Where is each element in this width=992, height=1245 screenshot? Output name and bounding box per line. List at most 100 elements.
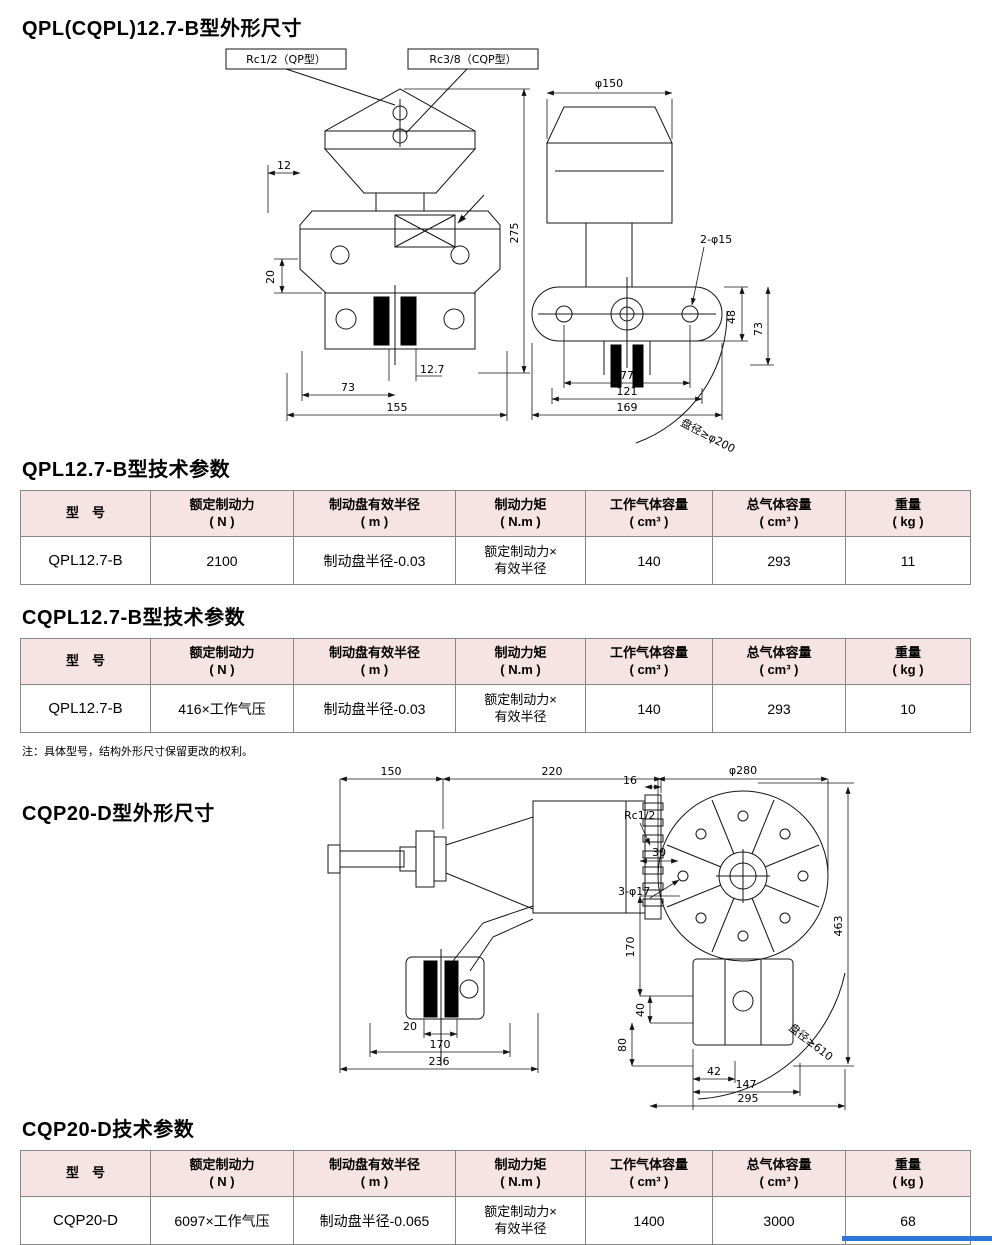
header-weight: 重量( kg ) xyxy=(845,638,971,685)
header-weight: 重量( kg ) xyxy=(845,1150,971,1197)
header-line1: 总气体容量 xyxy=(746,1156,812,1172)
cell-total-gas-volume: 293 xyxy=(712,684,846,733)
port-label-qp: Rc1/2（QP型） xyxy=(246,52,326,66)
header-line1: 额定制动力 xyxy=(189,496,255,512)
header-line1: 制动盘有效半径 xyxy=(328,1156,420,1172)
cqpl-spec-table: 型 号 额定制动力( N ) 制动盘有效半径( m ) 制动力矩( N.m ) … xyxy=(20,638,971,733)
table-data-row: CQP20-D 6097×工作气压 制动盘半径-0.065 额定制动力× 有效半… xyxy=(20,1196,971,1245)
dim-label-275: 275 xyxy=(508,223,521,244)
header-line1: 工作气体容量 xyxy=(609,1156,688,1172)
cell-effective-radius: 制动盘半径-0.03 xyxy=(293,536,456,585)
header-unit: ( kg ) xyxy=(892,1173,924,1189)
header-unit: ( kg ) xyxy=(892,661,924,677)
header-line1: 型 号 xyxy=(65,505,105,521)
header-unit: ( kg ) xyxy=(892,513,924,529)
dim-label-155: 155 xyxy=(387,401,408,414)
header-effective-radius: 制动盘有效半径( m ) xyxy=(293,1150,456,1197)
header-effective-radius: 制动盘有效半径( m ) xyxy=(293,638,456,685)
dim-label-73-front: 73 xyxy=(341,381,355,394)
cell-effective-radius: 制动盘半径-0.065 xyxy=(293,1196,456,1245)
dim-label-77: 77 xyxy=(620,369,634,382)
header-unit: ( N ) xyxy=(209,513,235,529)
side-view-geometry xyxy=(531,106,728,444)
cqp-spec-table: 型 号 额定制动力( N ) 制动盘有效半径( m ) 制动力矩( N.m ) … xyxy=(20,1150,971,1245)
header-line1: 型 号 xyxy=(65,1165,105,1181)
header-weight: 重量( kg ) xyxy=(845,490,971,537)
header-model: 型 号 xyxy=(20,638,151,685)
header-total-gas-volume: 总气体容量( cm³ ) xyxy=(712,638,846,685)
table-header-row: 型 号 额定制动力( N ) 制动盘有效半径( m ) 制动力矩( N.m ) … xyxy=(20,490,971,537)
dim-label-295: 295 xyxy=(738,1092,759,1105)
cell-working-gas-volume: 140 xyxy=(585,536,713,585)
cell-weight: 11 xyxy=(845,536,971,585)
header-unit: ( cm³ ) xyxy=(759,513,799,529)
header-unit: ( N.m ) xyxy=(500,1173,541,1189)
table-header-row: 型 号 额定制动力( N ) 制动盘有效半径( m ) 制动力矩( N.m ) … xyxy=(20,1150,971,1197)
header-line1: 制动盘有效半径 xyxy=(328,496,420,512)
section-title-cqpl-specs: CQPL12.7-B型技术参数 xyxy=(22,607,246,629)
dim-label-48: 48 xyxy=(725,310,738,324)
dimension-labels: 150 220 16 Rc1/2 φ280 30 3-φ17 170 40 80… xyxy=(381,764,846,1105)
header-unit: ( cm³ ) xyxy=(759,1173,799,1189)
side-view-dimensions xyxy=(531,90,774,420)
dim-label-170-vertical: 170 xyxy=(624,937,637,958)
dim-label-73-side: 73 xyxy=(752,322,765,336)
dim-label-20: 20 xyxy=(403,1020,417,1033)
header-total-gas-volume: 总气体容量( cm³ ) xyxy=(712,490,846,537)
cell-rated-force: 416×工作气压 xyxy=(150,684,294,733)
cqp-dimension-drawing: 150 220 16 Rc1/2 φ280 30 3-φ17 170 40 80… xyxy=(288,761,868,1113)
header-working-gas-volume: 工作气体容量( cm³ ) xyxy=(585,638,713,685)
dim-label-phi280: φ280 xyxy=(729,764,757,777)
cell-model: QPL12.7-B xyxy=(20,536,151,585)
dim-label-147: 147 xyxy=(736,1078,757,1091)
dim-label-3-phi17: 3-φ17 xyxy=(618,885,650,898)
cell-model: CQP20-D xyxy=(20,1196,151,1245)
dim-label-463: 463 xyxy=(832,916,845,937)
dim-label-169: 169 xyxy=(617,401,638,414)
dim-label-12-7: 12.7 xyxy=(420,363,445,376)
qpl-dimension-drawing: Rc1/2（QP型） Rc3/8（CQP型） 12 275 20 12.7 73… xyxy=(212,43,992,453)
dim-label-170-horizontal: 170 xyxy=(430,1038,451,1051)
header-line1: 总气体容量 xyxy=(746,644,812,660)
header-line1: 制动力矩 xyxy=(494,644,547,660)
dim-label-30: 30 xyxy=(652,846,666,859)
port-label-cqp: Rc3/8（CQP型） xyxy=(429,52,516,66)
table-data-row: QPL12.7-B 2100 制动盘半径-0.03 额定制动力× 有效半径 14… xyxy=(20,536,971,585)
front-view-labels: Rc1/2（QP型） Rc3/8（CQP型） 12 275 20 12.7 73… xyxy=(246,52,521,414)
dim-label-236: 236 xyxy=(429,1055,450,1068)
cell-brake-torque: 额定制动力× 有效半径 xyxy=(455,1196,586,1245)
header-unit: ( cm³ ) xyxy=(759,661,799,677)
qpl-drawing-svg: Rc1/2（QP型） Rc3/8（CQP型） 12 275 20 12.7 73… xyxy=(225,48,774,453)
cell-weight: 10 xyxy=(845,684,971,733)
header-line1: 型 号 xyxy=(65,653,105,669)
section-title-qpl-specs: QPL12.7-B型技术参数 xyxy=(22,459,231,481)
dim-label-80: 80 xyxy=(616,1038,629,1052)
header-unit: ( cm³ ) xyxy=(629,513,669,529)
header-line1: 重量 xyxy=(894,496,921,512)
header-line1: 重量 xyxy=(894,1156,921,1172)
disc-dia-label: 盘径≥610 xyxy=(786,1020,836,1063)
cell-brake-torque: 额定制动力× 有效半径 xyxy=(455,684,586,733)
header-unit: ( N.m ) xyxy=(500,513,541,529)
table-header-row: 型 号 额定制动力( N ) 制动盘有效半径( m ) 制动力矩( N.m ) … xyxy=(20,638,971,685)
header-unit: ( m ) xyxy=(360,513,389,529)
dim-label-121: 121 xyxy=(617,385,638,398)
dim-label-12: 12 xyxy=(277,159,291,172)
header-line1: 制动盘有效半径 xyxy=(328,644,420,660)
header-line1: 制动力矩 xyxy=(494,1156,547,1172)
header-model: 型 号 xyxy=(20,490,151,537)
header-unit: ( m ) xyxy=(360,661,389,677)
footnote: 注：具体型号，结构外形尺寸保留更改的权利。 xyxy=(22,746,253,758)
header-total-gas-volume: 总气体容量( cm³ ) xyxy=(712,1150,846,1197)
header-line1: 制动力矩 xyxy=(494,496,547,512)
cqp-drawing-svg: 150 220 16 Rc1/2 φ280 30 3-φ17 170 40 80… xyxy=(327,764,854,1110)
cell-total-gas-volume: 3000 xyxy=(712,1196,846,1245)
section-title-cqp-dimensions: CQP20-D型外形尺寸 xyxy=(22,803,215,825)
cell-effective-radius: 制动盘半径-0.03 xyxy=(293,684,456,733)
header-line1: 额定制动力 xyxy=(189,644,255,660)
port-label-rc12: Rc1/2 xyxy=(624,809,655,822)
header-rated-force: 额定制动力( N ) xyxy=(150,638,294,685)
dim-label-16: 16 xyxy=(623,774,637,787)
header-brake-torque: 制动力矩( N.m ) xyxy=(455,490,586,537)
